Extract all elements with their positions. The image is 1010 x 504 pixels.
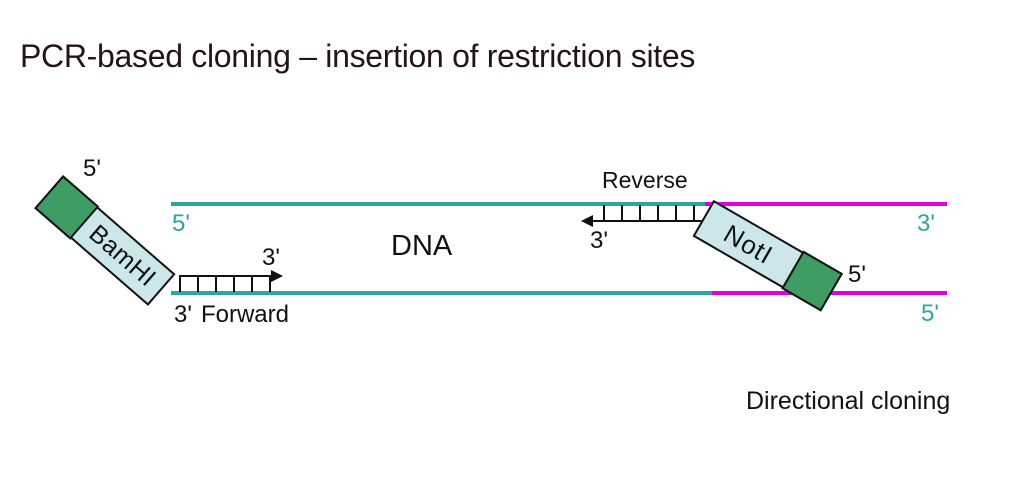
- top-strand-magenta-segment: [705, 202, 947, 206]
- top-strand-right-end-label: 3': [917, 210, 935, 237]
- bamhi-enzyme-label: BamHI: [83, 219, 162, 292]
- basepair-tick: [675, 205, 677, 221]
- reverse-primer-line: [589, 220, 705, 222]
- basepair-tick: [233, 276, 235, 292]
- top-strand-left-end-label: 5': [172, 210, 190, 237]
- forward-primer-line: [179, 275, 273, 277]
- directional-cloning-caption: Directional cloning: [746, 387, 951, 415]
- forward-primer-basepair-ticks: [179, 276, 271, 292]
- forward-primer-3-prime-label: 3': [262, 244, 280, 271]
- bamhi-5-prime-label: 5': [83, 155, 101, 182]
- basepair-tick: [621, 205, 623, 221]
- reverse-primer-arrowhead-icon: [581, 215, 593, 227]
- bottom-strand-left-end-label: 3': [174, 301, 192, 328]
- forward-primer-name: Forward: [200, 301, 289, 328]
- basepair-tick: [693, 205, 695, 221]
- basepair-tick: [657, 205, 659, 221]
- bamhi-restriction-site: BamHI: [34, 175, 176, 307]
- basepair-tick: [215, 276, 217, 292]
- dna-label: DNA: [391, 230, 453, 262]
- reverse-primer-basepair-ticks: [603, 205, 695, 221]
- slide-title: PCR-based cloning – insertion of restric…: [20, 38, 696, 74]
- noti-enzyme-label: NotI: [718, 217, 779, 270]
- bamhi-enzyme-box: BamHI: [69, 205, 176, 306]
- reverse-primer-3-prime-label: 3': [590, 227, 608, 254]
- basepair-tick: [197, 276, 199, 292]
- bottom-strand-right-end-label: 5': [921, 300, 939, 327]
- basepair-tick: [269, 276, 271, 292]
- forward-primer-arrowhead-icon: [271, 270, 283, 282]
- basepair-tick: [639, 205, 641, 221]
- top-strand-teal-segment: [171, 202, 705, 206]
- bottom-strand-teal-segment: [171, 291, 712, 295]
- basepair-tick: [251, 276, 253, 292]
- reverse-primer-name: Reverse: [602, 167, 688, 193]
- noti-5-prime-label: 5': [848, 261, 866, 288]
- basepair-tick: [603, 205, 605, 221]
- bottom-strand-left-end-group: 3' Forward: [174, 302, 289, 327]
- basepair-tick: [179, 276, 181, 292]
